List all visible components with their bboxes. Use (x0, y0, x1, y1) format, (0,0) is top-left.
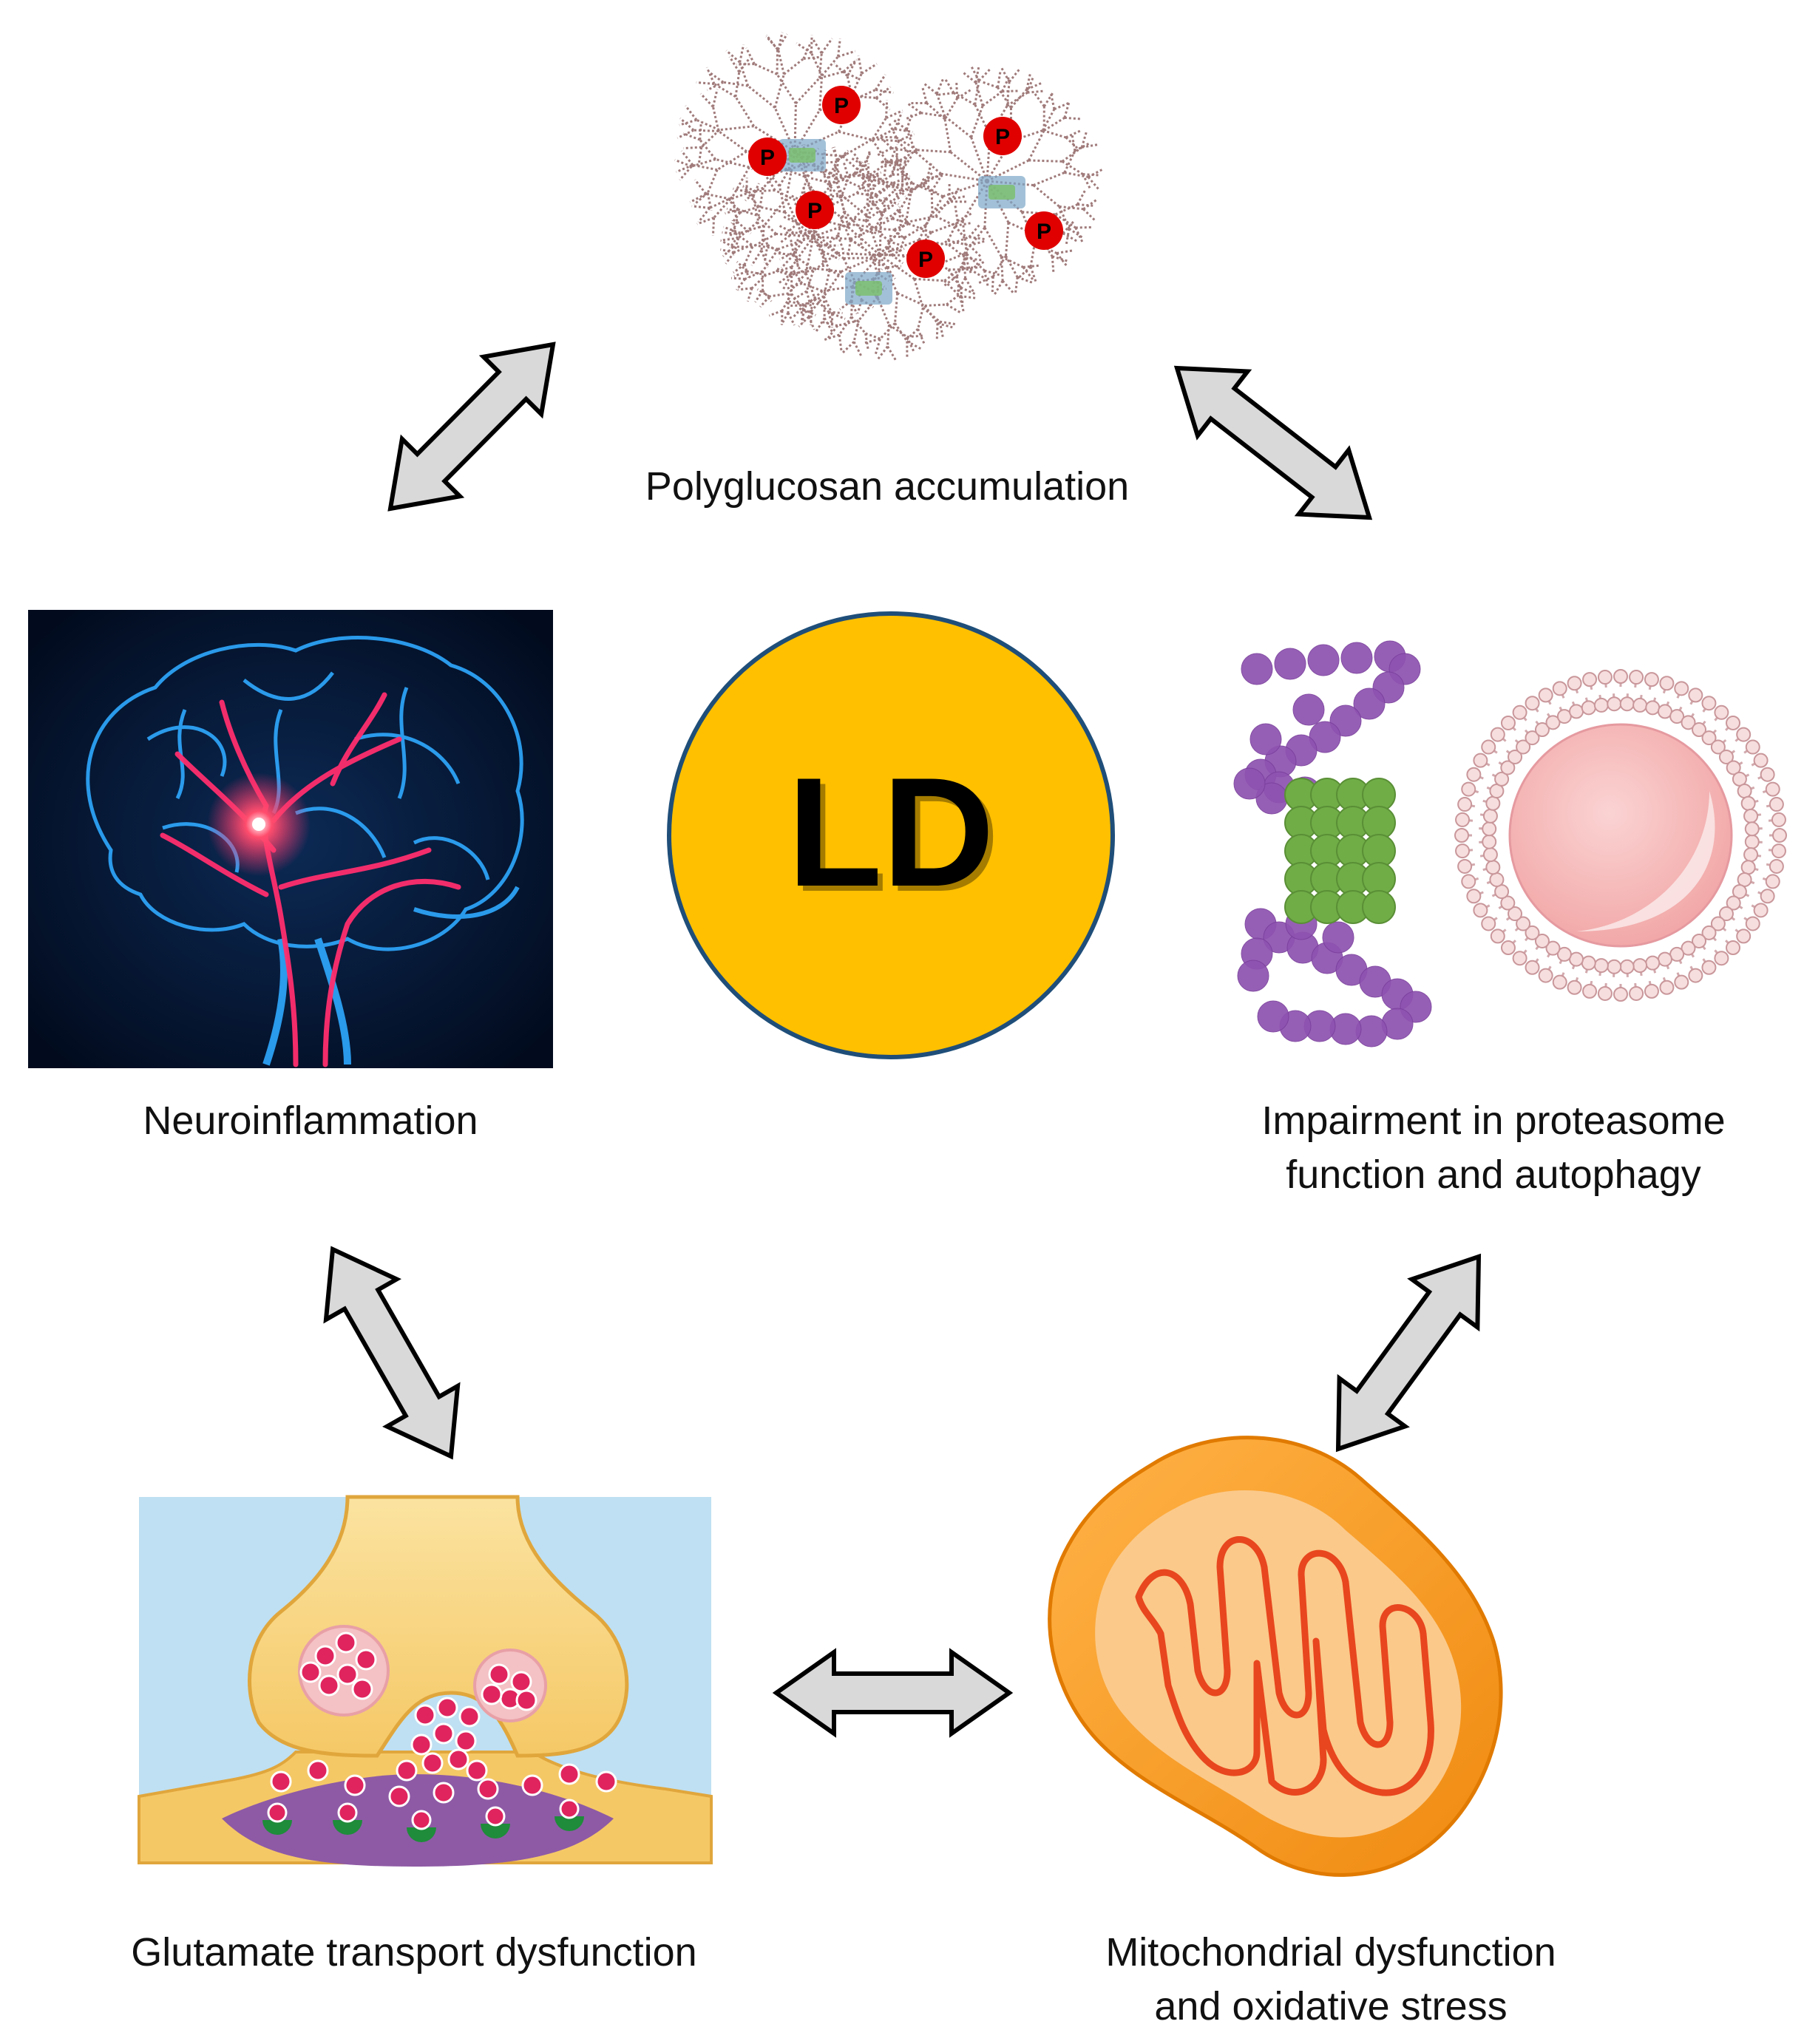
label-proteasome-line2: function and autophagy (1213, 1148, 1774, 1202)
center-node: LD LD (669, 614, 1113, 1057)
arrow-polyglucosan-proteasome (1152, 336, 1394, 550)
autophagosome-icon (1455, 670, 1786, 1001)
phospho-marker-label: P (995, 125, 1010, 149)
phospho-marker-label: P (1037, 220, 1051, 244)
phospho-marker-label: P (807, 199, 822, 223)
synapse-icon (139, 1497, 711, 1867)
arrow-neuroinflammation-glutamate (297, 1229, 486, 1477)
proteasome-icon (1234, 641, 1431, 1047)
label-glutamate: Glutamate transport dysfunction (59, 1926, 769, 1980)
brain-icon (28, 610, 553, 1068)
arrow-proteasome-mitochondria (1306, 1233, 1512, 1473)
label-mitochondria-line1: Mitochondrial dysfunction (1035, 1926, 1627, 1980)
arrow-glutamate-mitochondria (776, 1652, 1009, 1734)
mitochondrion-icon (1050, 1438, 1501, 1875)
phospho-marker-label: P (760, 146, 775, 170)
phospho-marker-label: P (834, 94, 849, 118)
label-neuroinflammation: Neuroinflammation (74, 1094, 547, 1148)
phospho-marker-label: P (918, 248, 933, 272)
glycogen-molecule-icon: P P P P P P (675, 33, 1104, 360)
label-mitochondria-line2: and oxidative stress (1035, 1980, 1627, 2034)
label-polyglucosan: Polyglucosan accumulation (518, 460, 1257, 514)
label-proteasome-line1: Impairment in proteasome (1213, 1094, 1774, 1148)
center-label: LD (787, 745, 994, 919)
